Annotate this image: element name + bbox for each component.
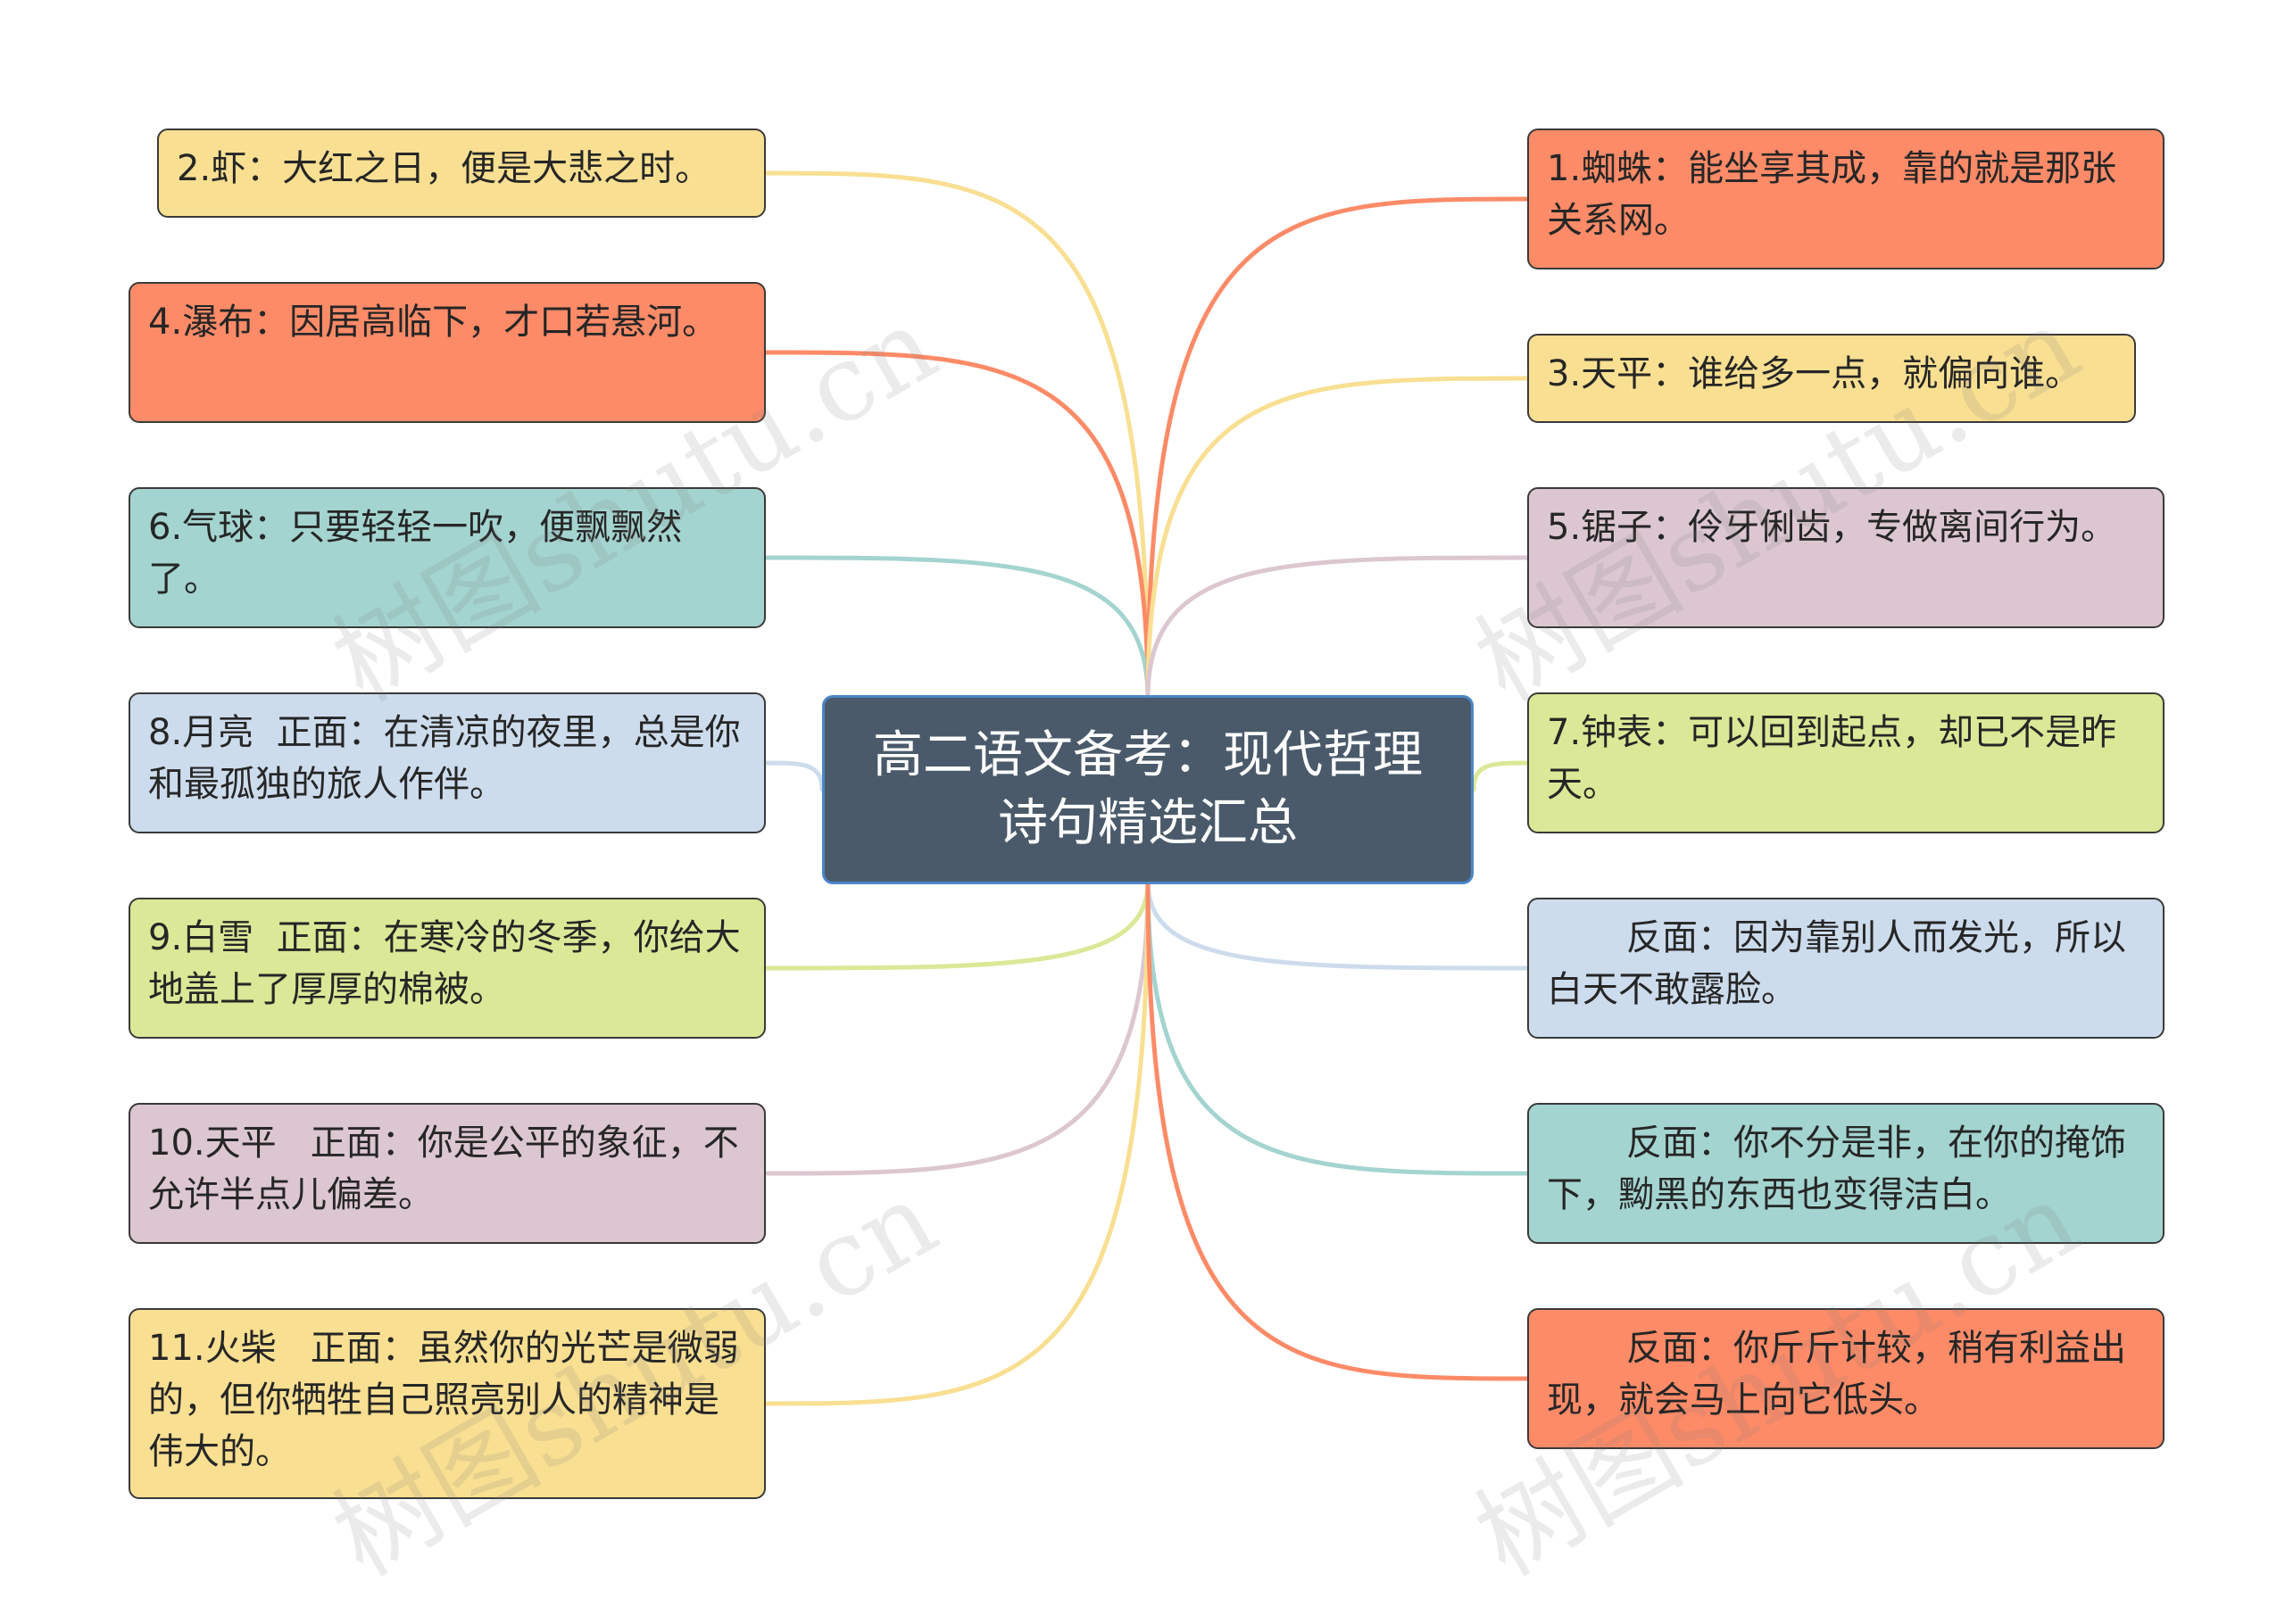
left-node-3[interactable]: 6.气球：只要轻轻一吹，便飘飘然了。 — [129, 487, 766, 628]
right-node-4[interactable]: 7.钟表：可以回到起点，却已不是昨天。 — [1527, 692, 2165, 833]
left-node-2[interactable]: 4.瀑布：因居高临下，才口若悬河。 — [129, 282, 766, 423]
left-node-1[interactable]: 2.虾：大红之日，便是大悲之时。 — [157, 128, 766, 218]
left-node-7[interactable]: 11.火柴 正面：虽然你的光芒是微弱的，但你牺牲自己照亮别人的精神是伟大的。 — [129, 1308, 766, 1499]
right-node-7[interactable]: 反面：你斤斤计较，稍有利益出现，就会马上向它低头。 — [1527, 1308, 2165, 1449]
right-node-2[interactable]: 3.天平：谁给多一点，就偏向谁。 — [1527, 334, 2136, 423]
right-link-7 — [1145, 880, 1530, 1381]
left-node-5[interactable]: 9.白雪 正面：在寒冷的冬季，你给大地盖上了厚厚的棉被。 — [129, 898, 766, 1039]
left-link-1 — [763, 170, 1151, 700]
right-link-5 — [1145, 880, 1530, 971]
left-node-4[interactable]: 8.月亮 正面：在清凉的夜里，总是你和最孤独的旅人作伴。 — [129, 692, 766, 833]
right-link-3 — [1145, 555, 1530, 700]
right-link-4 — [1471, 760, 1530, 792]
right-link-6 — [1145, 880, 1530, 1176]
left-link-4 — [763, 760, 825, 792]
central-topic[interactable]: 高二语文备考：现代哲理诗句精选汇总 — [822, 695, 1474, 884]
right-link-2 — [1145, 376, 1530, 700]
left-node-6[interactable]: 10.天平 正面：你是公平的象征，不允许半点儿偏差。 — [129, 1103, 766, 1244]
left-link-7 — [763, 880, 1151, 1406]
right-link-1 — [1145, 196, 1530, 700]
left-link-5 — [763, 880, 1151, 971]
right-node-5[interactable]: 反面：因为靠别人而发光，所以白天不敢露脸。 — [1527, 898, 2165, 1039]
right-node-3[interactable]: 5.锯子：伶牙俐齿，专做离间行为。 — [1527, 487, 2165, 628]
left-link-6 — [763, 880, 1151, 1176]
right-node-6[interactable]: 反面：你不分是非，在你的掩饰下，黝黑的东西也变得洁白。 — [1527, 1103, 2165, 1244]
right-node-1[interactable]: 1.蜘蛛：能坐享其成，靠的就是那张关系网。 — [1527, 128, 2165, 269]
left-link-2 — [763, 350, 1151, 700]
left-link-3 — [763, 555, 1151, 700]
